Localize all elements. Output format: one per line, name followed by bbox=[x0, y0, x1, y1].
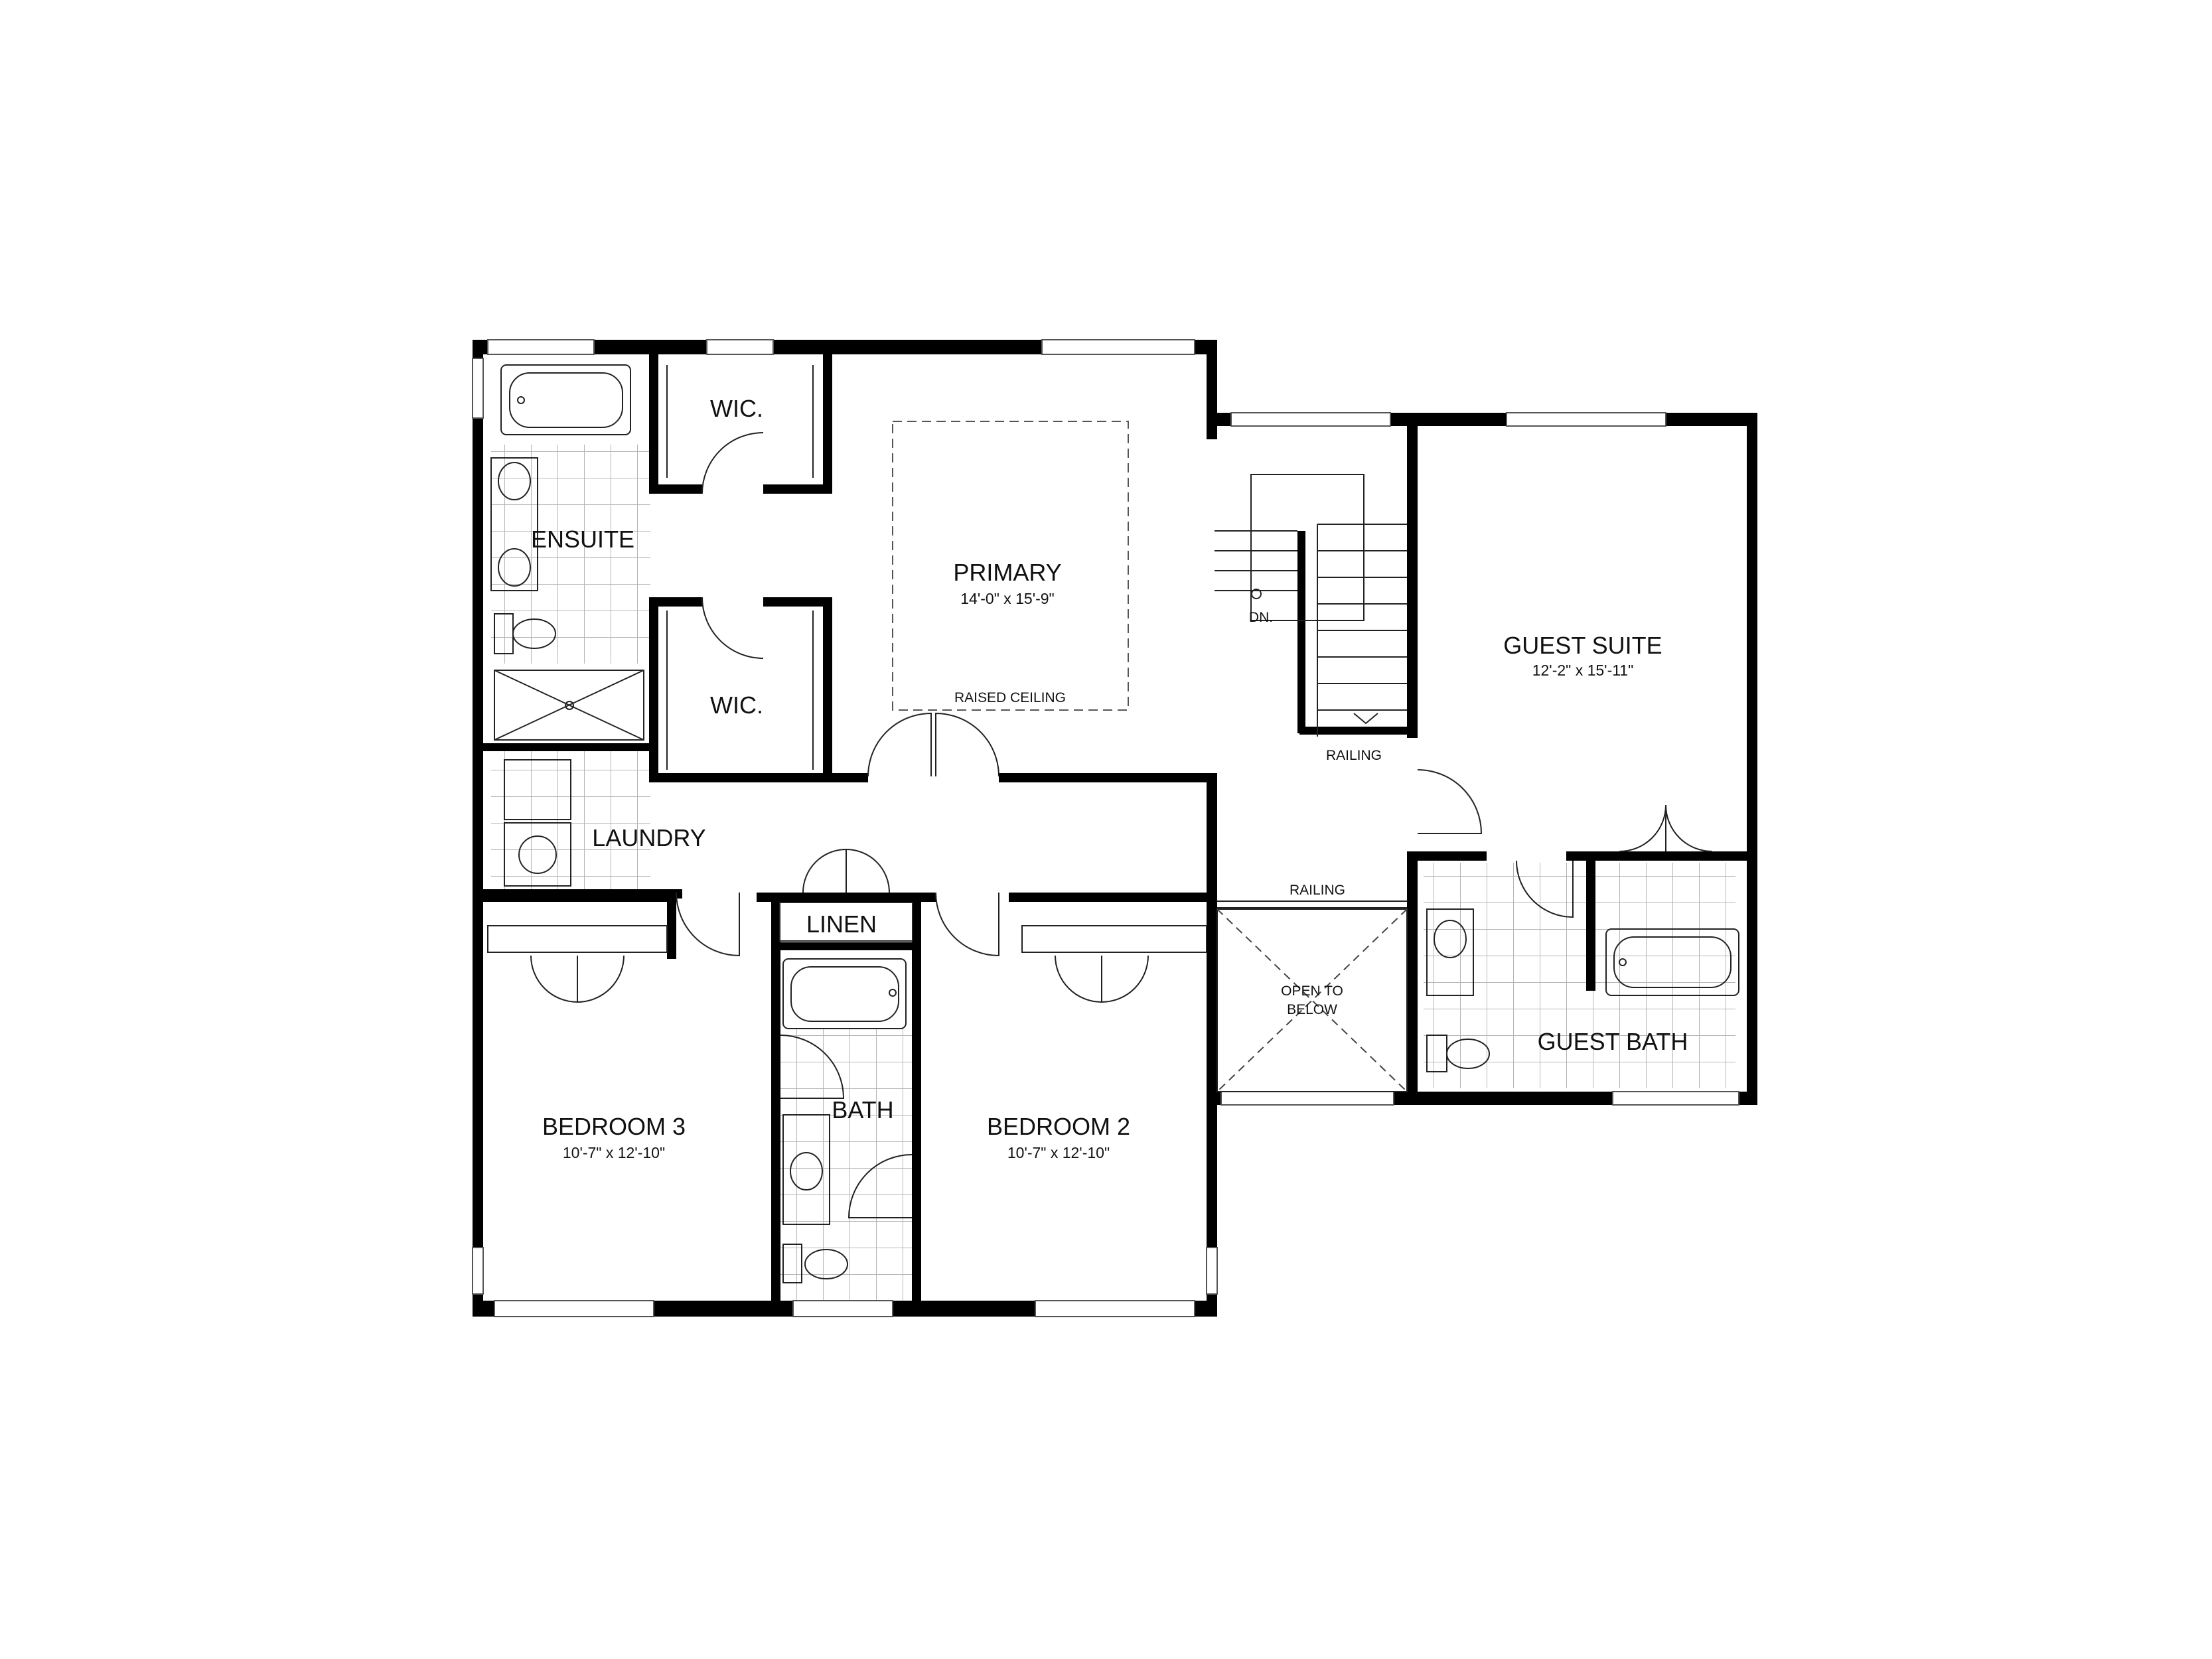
fixtures bbox=[487, 364, 1739, 1283]
wic-upper-label: WIC. bbox=[710, 395, 763, 422]
raised-ceiling-note: RAISED CEILING bbox=[954, 690, 1066, 705]
primary-label: PRIMARY bbox=[953, 559, 1061, 586]
open-to-below-line1: OPEN TO bbox=[1281, 983, 1343, 999]
guest-suite-size: 12'-2" x 15'-11" bbox=[1532, 662, 1634, 679]
railing-stair-label: RAILING bbox=[1326, 748, 1382, 763]
bedroom3-size: 10'-7" x 12'-10" bbox=[563, 1144, 665, 1161]
bath-label: BATH bbox=[832, 1096, 893, 1123]
ensuite-label: ENSUITE bbox=[531, 526, 634, 553]
guest-suite-label: GUEST SUITE bbox=[1503, 632, 1662, 659]
stair-down-label: DN. bbox=[1249, 610, 1273, 625]
bedroom3-label: BEDROOM 3 bbox=[542, 1113, 686, 1140]
open-to-below-line2: BELOW bbox=[1287, 1002, 1337, 1017]
primary-size: 14'-0" x 15'-9" bbox=[960, 590, 1054, 607]
tile-floors bbox=[491, 445, 1735, 1304]
bedroom2-label: BEDROOM 2 bbox=[987, 1113, 1130, 1140]
railing-landing-label: RAILING bbox=[1290, 883, 1345, 898]
linen-label: LINEN bbox=[806, 910, 877, 938]
laundry-label: LAUNDRY bbox=[592, 824, 705, 851]
windows bbox=[472, 339, 1739, 1317]
guest-bath-label: GUEST BATH bbox=[1538, 1028, 1688, 1055]
room-labels: WIC. WIC. ENSUITE PRIMARY 14'-0" x 15'-9… bbox=[531, 395, 1688, 1161]
bedroom2-size: 10'-7" x 12'-10" bbox=[1007, 1144, 1110, 1161]
wic-lower-label: WIC. bbox=[710, 691, 763, 719]
